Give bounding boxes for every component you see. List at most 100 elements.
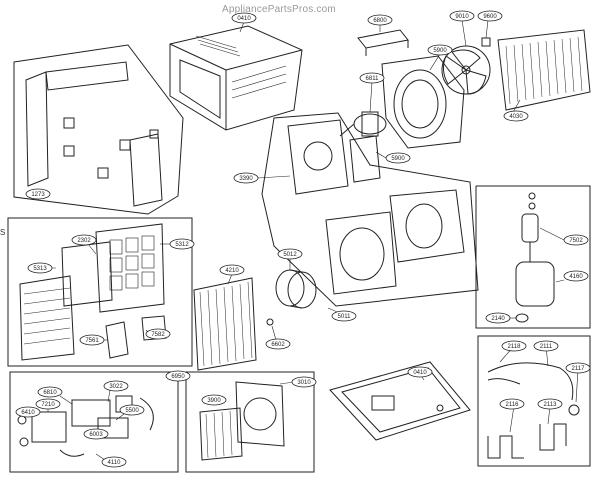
evaporator-drawing [193, 277, 257, 371]
label-p5012: 5012 [277, 248, 303, 260]
label-p9600: 9600 [477, 10, 503, 22]
label-p0410b: 0410 [407, 366, 433, 378]
svg-text:5500: 5500 [125, 408, 139, 414]
leader-lines [23, 19, 579, 463]
label-p6800: 6800 [367, 14, 393, 26]
label-p5011: 5011 [331, 310, 357, 322]
svg-text:2111: 2111 [540, 344, 553, 350]
label-p5313: 5313 [27, 262, 53, 274]
heater-drawing [199, 381, 285, 461]
label-p7561: 7561 [79, 334, 105, 346]
svg-text:2117: 2117 [572, 366, 586, 372]
svg-text:6602: 6602 [271, 342, 285, 348]
group-border-controls [9, 371, 179, 473]
label-p5900b: 5900 [385, 152, 411, 164]
label-p9010: 9010 [449, 10, 475, 22]
label-p5500: 5500 [119, 404, 145, 416]
watermark: AppliancePartsPros.com [222, 4, 336, 15]
label-p7502: 7502 [563, 234, 589, 246]
svg-text:6950: 6950 [171, 374, 185, 380]
label-p1273: 1273 [25, 188, 51, 200]
label-p3390: 3390 [233, 172, 259, 184]
orifice-drawing [287, 119, 381, 195]
grille-frame-drawing [25, 61, 163, 207]
svg-text:7561: 7561 [85, 338, 99, 344]
condenser-drawing [497, 29, 591, 111]
svg-text:2140: 2140 [491, 316, 505, 322]
svg-text:2116: 2116 [506, 402, 520, 408]
label-p6810: 6810 [37, 386, 63, 398]
label-p4160: 4160 [563, 270, 589, 282]
svg-text:3022: 3022 [109, 384, 123, 390]
svg-text:0410: 0410 [413, 370, 427, 376]
svg-text:6810: 6810 [43, 390, 57, 396]
label-p6410: 6410 [15, 406, 41, 418]
svg-text:1273: 1273 [31, 192, 45, 198]
label-p2117: 2117 [565, 362, 591, 374]
svg-text:3900: 3900 [207, 398, 221, 404]
svg-text:6410: 6410 [21, 410, 35, 416]
svg-text:3390: 3390 [239, 176, 253, 182]
svg-text:5900: 5900 [391, 156, 405, 162]
label-p2302: 2302 [71, 234, 97, 246]
svg-text:4210: 4210 [225, 268, 239, 274]
label-p5900: 5900 [427, 44, 453, 56]
motor-drawing [339, 111, 387, 137]
svg-text:7582: 7582 [151, 332, 165, 338]
label-p6602: 6602 [265, 338, 291, 350]
svg-text:9600: 9600 [483, 14, 497, 20]
bracket-6800-drawing [357, 29, 409, 56]
label-p2140: 2140 [485, 312, 511, 324]
label-p6950: 6950 [165, 370, 191, 382]
front-panel-drawing [19, 223, 167, 361]
label-p0410: 0410 [231, 12, 257, 24]
label-p3900: 3900 [201, 394, 227, 406]
label-p7582: 7582 [145, 328, 171, 340]
svg-text:4110: 4110 [108, 460, 122, 466]
label-p4030: 4030 [503, 110, 529, 122]
label-p4210: 4210 [219, 264, 245, 276]
cabinet-drawing [169, 25, 303, 131]
svg-text:6003: 6003 [89, 432, 103, 438]
shroud-drawing [381, 55, 465, 149]
svg-text:0410: 0410 [237, 16, 251, 22]
scroll-housing-drawing [325, 189, 465, 295]
compressor-drawing [515, 192, 555, 323]
svg-text:5312: 5312 [175, 242, 189, 248]
svg-text:5012: 5012 [283, 252, 297, 258]
group-border-heater [185, 371, 315, 473]
svg-text:2302: 2302 [77, 238, 91, 244]
label-p2113: 2113 [537, 398, 563, 410]
group-border-frame [13, 44, 184, 215]
label-p3010: 3010 [291, 376, 317, 388]
label-p4110: 4110 [101, 456, 127, 468]
label-p5312: 5312 [169, 238, 195, 250]
group-border-copper [477, 335, 591, 467]
svg-text:7210: 7210 [41, 402, 55, 408]
base-pan-drawing [329, 361, 471, 441]
label-p3022: 3022 [103, 380, 129, 392]
svg-text:2118: 2118 [508, 344, 522, 350]
svg-text:9010: 9010 [455, 14, 469, 20]
svg-text:6800: 6800 [373, 18, 387, 24]
svg-text:3010: 3010 [297, 380, 311, 386]
side-mark: S [0, 228, 6, 237]
group-border-compressor [475, 185, 591, 329]
svg-text:2113: 2113 [544, 402, 558, 408]
group-border-center [261, 112, 479, 307]
label-p6003: 6003 [83, 428, 109, 440]
svg-text:5011: 5011 [338, 314, 352, 320]
svg-text:5900: 5900 [433, 48, 447, 54]
label-p7210: 7210 [35, 398, 61, 410]
label-p2118: 2118 [501, 340, 527, 352]
svg-text:4030: 4030 [509, 114, 523, 120]
svg-text:7502: 7502 [569, 238, 583, 244]
group-border-front [7, 217, 193, 367]
blower-wheel-drawing [266, 269, 317, 326]
svg-text:4160: 4160 [569, 274, 583, 280]
label-badges: 0410 6800 9010 9600 5900 4030 1273 6811 … [15, 10, 591, 468]
svg-text:5313: 5313 [33, 266, 47, 272]
svg-text:6811: 6811 [366, 76, 380, 82]
